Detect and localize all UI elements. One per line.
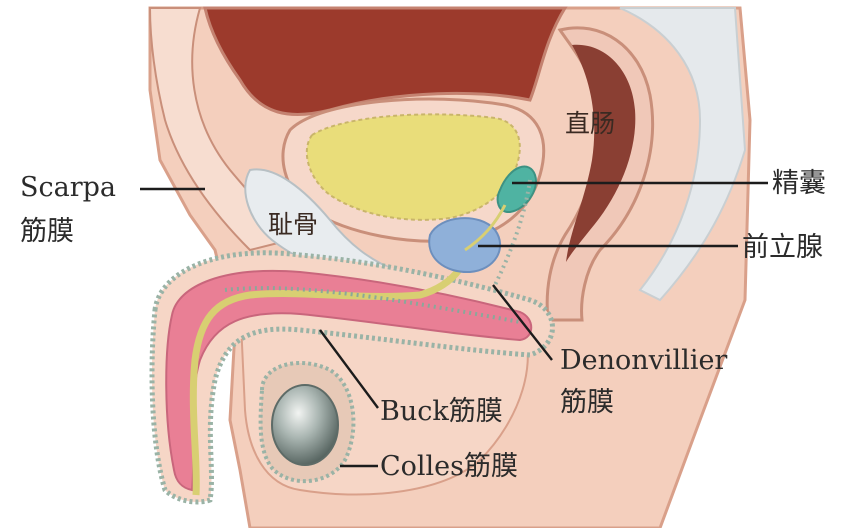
rectum-label: 直肠 bbox=[565, 109, 615, 138]
scarpa-label-line2: 筋膜 bbox=[20, 216, 74, 247]
prostate-label: 前立腺 bbox=[742, 232, 823, 263]
testis bbox=[272, 385, 338, 465]
scarpa-label-line1: Scarpa bbox=[20, 172, 116, 203]
seminal-vesicle-label: 精囊 bbox=[772, 168, 826, 199]
denonvillier-label-line2: 筋膜 bbox=[560, 387, 614, 418]
buck-label: Buck筋膜 bbox=[380, 396, 503, 427]
denonvillier-label-line1: Denonvillier bbox=[560, 345, 727, 376]
pubic-bone-label: 耻骨 bbox=[268, 210, 318, 239]
colles-label: Colles筋膜 bbox=[380, 451, 518, 482]
